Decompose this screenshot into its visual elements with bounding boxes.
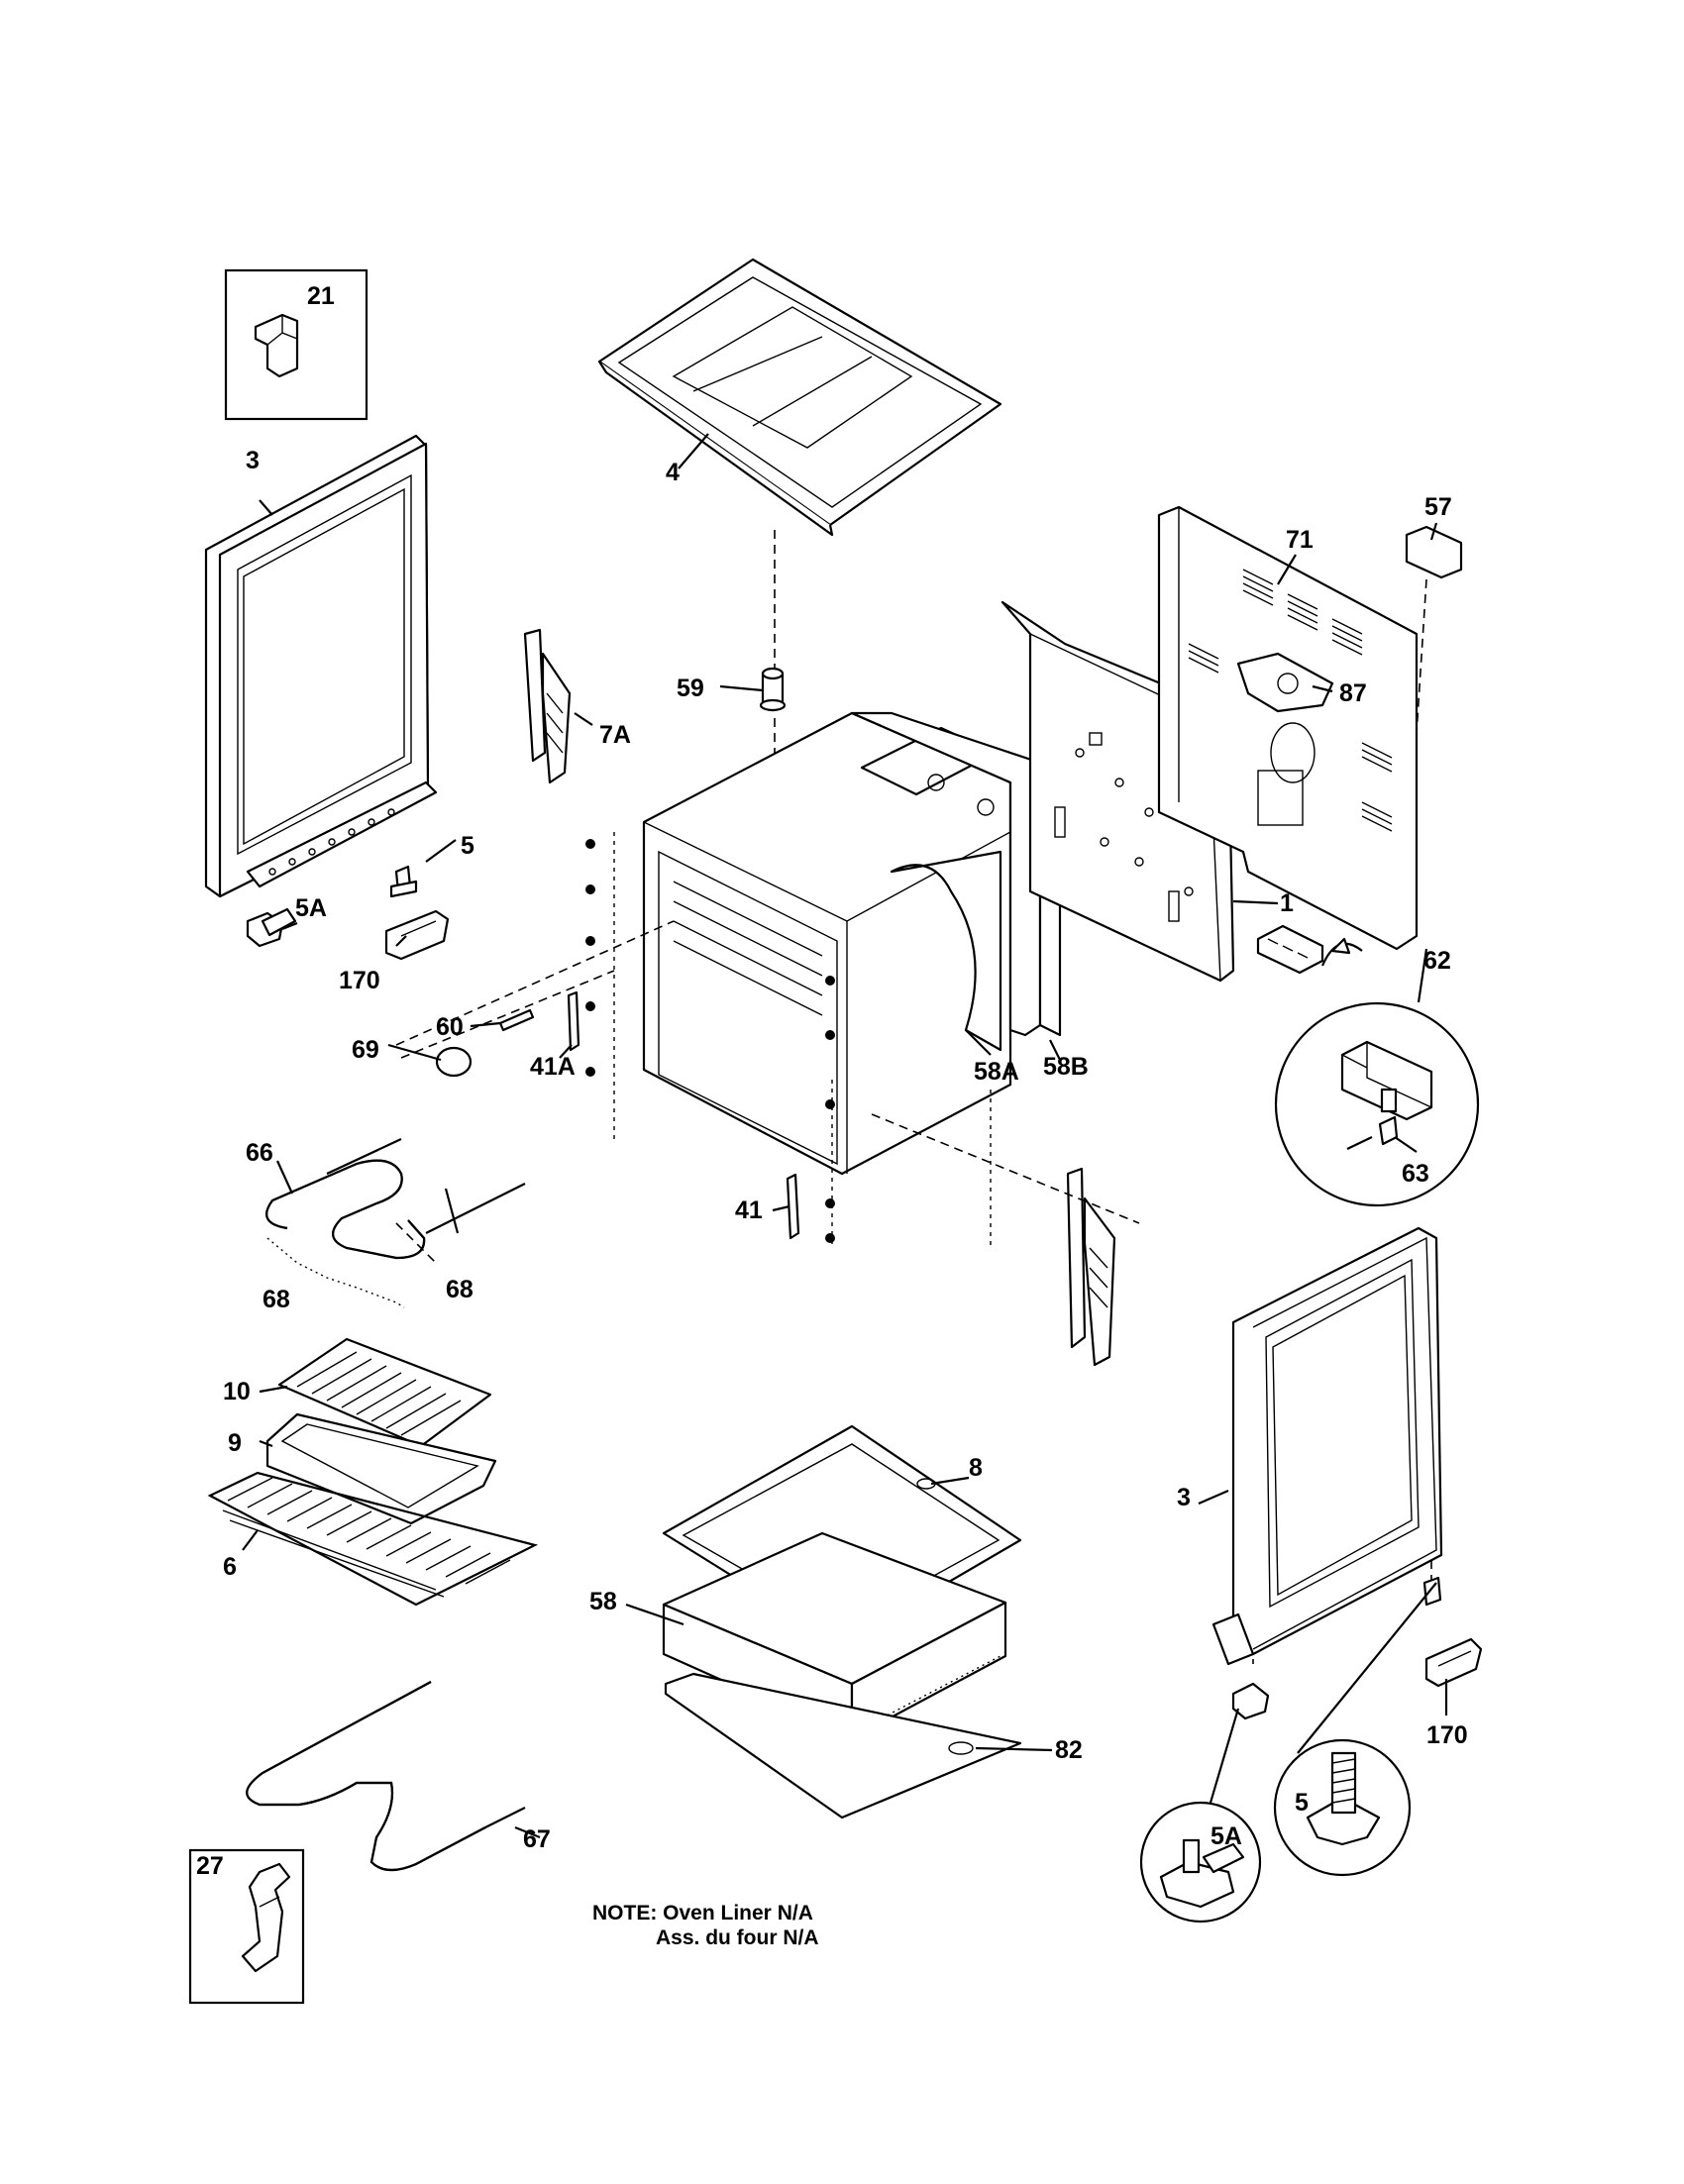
label-41A: 41A [530,1053,576,1081]
part-57-plate [1405,525,1463,579]
label-66: 66 [246,1139,273,1167]
label-63: 63 [1402,1160,1429,1188]
part-5A-right-callout [1139,1801,1262,1924]
label-170-right: 170 [1426,1721,1468,1749]
label-1: 1 [1280,889,1294,917]
oven-cavity-body [613,711,1012,1248]
part-4-top-panel [597,258,1002,537]
label-82: 82 [1055,1736,1083,1764]
label-87: 87 [1339,679,1367,707]
label-9: 9 [228,1429,242,1457]
note-line-1: NOTE: Oven Liner N/A [592,1902,813,1924]
part-10-broiler-grid [277,1337,492,1448]
label-3-right: 3 [1177,1484,1191,1511]
part-6-oven-rack [207,1471,539,1607]
part-60-bracket [498,1008,535,1032]
label-8: 8 [969,1454,983,1482]
label-58B: 58B [1043,1053,1089,1081]
label-5A-left: 5A [295,894,327,922]
part-5A-right-bracket-small [1231,1682,1270,1720]
oven-liner-note: NOTE: Oven Liner N/A Ass. du four N/A [592,1902,819,1949]
label-10: 10 [223,1378,251,1405]
note-line-2: Ass. du four N/A [656,1926,819,1949]
label-5A-right: 5A [1210,1822,1242,1850]
label-5-right: 5 [1295,1789,1309,1817]
part-41A-bracket [567,990,580,1052]
label-4: 4 [666,459,680,486]
label-5-left: 5 [461,832,474,860]
label-58: 58 [589,1588,617,1615]
part-5A-left-bracket [246,907,297,948]
cavity-screws [585,839,835,1243]
part-7A-hinge [523,628,572,784]
part-21-inset [224,268,368,421]
part-58-insulation-block [662,1531,1007,1740]
label-41: 41 [735,1196,763,1224]
label-59: 59 [677,675,704,702]
label-58A: 58A [974,1058,1019,1086]
label-62: 62 [1423,947,1451,975]
label-27: 27 [196,1852,224,1880]
part-5-right-callout [1273,1738,1412,1877]
label-60: 60 [436,1013,464,1041]
part-68-wires [266,1222,437,1308]
label-21: 21 [307,282,335,310]
label-71: 71 [1286,526,1314,554]
part-59-connector [759,667,787,712]
part-69-cover [435,1046,473,1078]
label-69: 69 [352,1036,379,1064]
label-7A: 7A [599,721,631,749]
label-57: 57 [1424,493,1452,521]
hinge-lower-right [1066,1167,1116,1367]
label-68-right: 68 [446,1276,474,1303]
label-67: 67 [523,1825,551,1853]
part-66-broil-element [265,1138,526,1260]
part-71-rear-panel [1157,505,1419,951]
part-82-bottom-plate [664,1672,1022,1820]
part-5-right-leveler-small [1422,1576,1442,1607]
label-170-left: 170 [339,967,380,994]
part-3-right-side-panel [1211,1226,1443,1666]
label-68-bottom: 68 [263,1286,290,1313]
part-170-right-clip [1424,1637,1483,1688]
part-9-broiler-pan [265,1412,497,1525]
part-170-left-clip [384,909,450,961]
label-3-left: 3 [246,447,260,474]
part-labels: 21 3 4 59 7A 5 5A 170 60 69 41A 66 68 68… [196,282,1468,1880]
leader-lines [242,433,1448,1839]
part-67-bake-element [246,1681,526,1872]
part-3-left-side-panel [204,434,438,898]
part-62-terminal-block [1256,924,1480,1207]
label-6: 6 [223,1553,237,1581]
part-41-bracket [786,1173,800,1240]
part-27-inset [188,1848,305,2005]
part-5-left-leveler [389,865,418,898]
